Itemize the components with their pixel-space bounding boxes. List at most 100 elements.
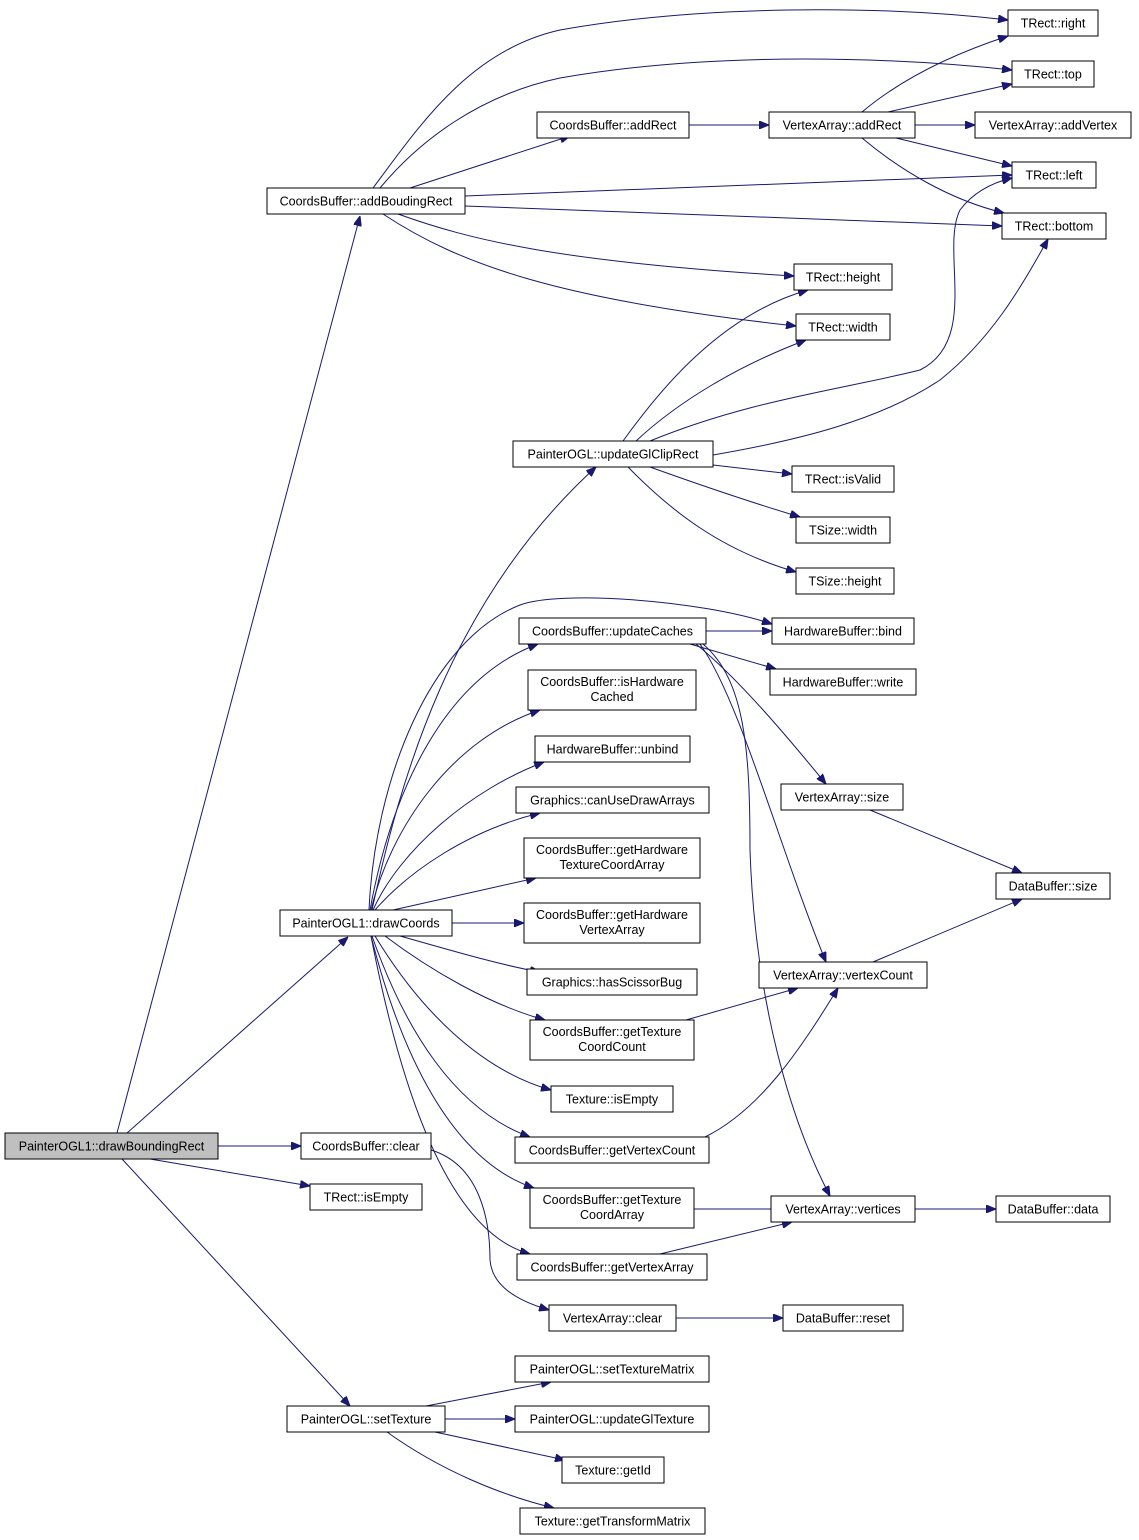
node-cb_getHwTCA[interactable]: CoordsBuffer::getHardwareTextureCoordArr… <box>523 837 701 879</box>
node-g_hasScissor[interactable]: Graphics::hasScissorBug <box>526 968 698 996</box>
node-cb_getVC[interactable]: CoordsBuffer::getVertexCount <box>514 1136 710 1164</box>
node-cb_getVA[interactable]: CoordsBuffer::getVertexArray <box>516 1253 708 1281</box>
node-label: CoordsBuffer::isHardware <box>540 675 684 689</box>
node-po_setTexture[interactable]: PainterOGL::setTexture <box>286 1405 446 1433</box>
node-box <box>974 111 1132 139</box>
node-label: TSize::width <box>809 524 877 538</box>
node-hb_bind[interactable]: HardwareBuffer::bind <box>771 617 915 645</box>
node-label: TSize::height <box>809 575 882 589</box>
node-ts_width[interactable]: TSize::width <box>795 516 891 544</box>
node-box <box>995 872 1111 900</box>
node-box <box>780 783 904 811</box>
node-label: DataBuffer::size <box>1009 880 1098 894</box>
node-po_setTexMatrix[interactable]: PainterOGL::setTextureMatrix <box>514 1355 710 1383</box>
edge-root-to-po_setTexture <box>121 1158 350 1406</box>
node-label: VertexArray::vertexCount <box>773 969 913 983</box>
node-g_canUse[interactable]: Graphics::canUseDrawArrays <box>515 786 710 814</box>
node-label: CoordsBuffer::addBoudingRect <box>280 195 453 209</box>
node-cb_addBR[interactable]: CoordsBuffer::addBoudingRect <box>266 187 466 215</box>
node-tr_bottom[interactable]: TRect::bottom <box>1001 212 1107 240</box>
node-va_vertexCount[interactable]: VertexArray::vertexCount <box>758 961 928 989</box>
edge-po1_drawCoords-to-cb_isHwCached <box>370 710 540 911</box>
node-tr_width[interactable]: TRect::width <box>795 313 891 341</box>
edge-cb_getVC-to-va_vertexCount <box>704 988 838 1138</box>
node-va_addVertex[interactable]: VertexArray::addVertex <box>974 111 1132 139</box>
node-va_vertices[interactable]: VertexArray::vertices <box>770 1195 916 1223</box>
edge-cb_addBR-to-tr_height <box>397 213 794 276</box>
node-tr_isValid[interactable]: TRect::isValid <box>791 465 895 493</box>
node-box <box>561 1456 665 1484</box>
node-tr_left[interactable]: TRect::left <box>1011 161 1097 189</box>
node-label: TextureCoordArray <box>560 858 666 872</box>
node-root[interactable]: PainterOGL1::drawBoundingRect <box>4 1132 219 1160</box>
node-box <box>769 668 917 696</box>
edge-cb_getVA-to-va_vertices <box>659 1222 792 1255</box>
edge-cb_updCaches-to-va_vertices <box>702 643 830 1196</box>
node-po_updGlTex[interactable]: PainterOGL::updateGlTexture <box>514 1405 710 1433</box>
node-cb_updCaches[interactable]: CoordsBuffer::updateCaches <box>518 617 707 645</box>
edge-po1_drawCoords-to-g_canUse <box>374 813 540 911</box>
node-label: Texture::isEmpty <box>566 1093 659 1107</box>
node-box <box>523 837 701 879</box>
edge-po_updGlClip-to-tr_isValid <box>712 464 792 474</box>
node-box <box>1007 9 1099 37</box>
edge-po_updGlClip-to-tr_width <box>635 340 806 442</box>
node-label: Texture::getTransformMatrix <box>535 1515 692 1529</box>
node-va_size[interactable]: VertexArray::size <box>780 783 904 811</box>
node-label: Graphics::canUseDrawArrays <box>530 794 695 808</box>
edge-cb_addBR-to-tr_bottom <box>464 205 1002 226</box>
node-box <box>309 1183 423 1211</box>
node-label: CoordsBuffer::getVertexArray <box>530 1261 694 1275</box>
node-label: Graphics::hasScissorBug <box>542 976 682 990</box>
node-tr_top[interactable]: TRect::top <box>1011 60 1095 88</box>
node-db_size[interactable]: DataBuffer::size <box>995 872 1111 900</box>
node-po1_drawCoords[interactable]: PainterOGL1::drawCoords <box>279 909 453 937</box>
node-label: HardwareBuffer::bind <box>784 625 902 639</box>
node-label: PainterOGL::setTextureMatrix <box>530 1363 695 1377</box>
node-po_updGlClip[interactable]: PainterOGL::updateGlClipRect <box>512 440 714 468</box>
node-db_reset[interactable]: DataBuffer::reset <box>782 1304 904 1332</box>
node-box <box>795 313 891 341</box>
node-db_data[interactable]: DataBuffer::data <box>995 1195 1111 1223</box>
node-label: VertexArray::size <box>795 791 890 805</box>
node-label: CoordCount <box>578 1040 646 1054</box>
edge-cb_addBR-to-tr_width <box>382 213 796 326</box>
node-cb_addRect[interactable]: CoordsBuffer::addRect <box>536 111 690 139</box>
node-box <box>516 1253 708 1281</box>
node-box <box>995 1195 1111 1223</box>
node-hb_unbind[interactable]: HardwareBuffer::unbind <box>534 735 691 763</box>
edge-po_setTexture-to-tex_getId <box>434 1431 565 1460</box>
edge-cb_updCaches-to-va_vertexCount <box>699 643 826 962</box>
node-box <box>771 617 915 645</box>
node-va_addRect[interactable]: VertexArray::addRect <box>768 111 916 139</box>
node-hb_write[interactable]: HardwareBuffer::write <box>769 668 917 696</box>
edge-cb_addBR-to-cb_addRect <box>409 136 570 189</box>
edge-root-to-tr_isEmpty <box>149 1158 310 1186</box>
node-va_clear[interactable]: VertexArray::clear <box>548 1304 677 1332</box>
node-box <box>266 187 466 215</box>
node-box <box>534 735 691 763</box>
node-box <box>300 1132 432 1160</box>
node-tex_getTM[interactable]: Texture::getTransformMatrix <box>519 1507 706 1535</box>
node-label: VertexArray::addRect <box>783 119 902 133</box>
node-box <box>529 1187 695 1229</box>
node-tr_right[interactable]: TRect::right <box>1007 9 1099 37</box>
node-label: HardwareBuffer::unbind <box>547 743 679 757</box>
node-label: VertexArray::addVertex <box>989 119 1118 133</box>
node-tex_isEmpty[interactable]: Texture::isEmpty <box>550 1085 674 1113</box>
node-ts_height[interactable]: TSize::height <box>795 567 895 595</box>
node-tex_getId[interactable]: Texture::getId <box>561 1456 665 1484</box>
node-label: CoordsBuffer::getVertexCount <box>529 1144 696 1158</box>
node-label: TRect::right <box>1021 17 1086 31</box>
node-box <box>795 567 895 595</box>
node-box <box>526 968 698 996</box>
node-tr_isEmpty[interactable]: TRect::isEmpty <box>309 1183 423 1211</box>
node-cb_clear[interactable]: CoordsBuffer::clear <box>300 1132 432 1160</box>
node-tr_height[interactable]: TRect::height <box>793 263 893 291</box>
edge-po_updGlClip-to-tr_left <box>649 178 1012 442</box>
